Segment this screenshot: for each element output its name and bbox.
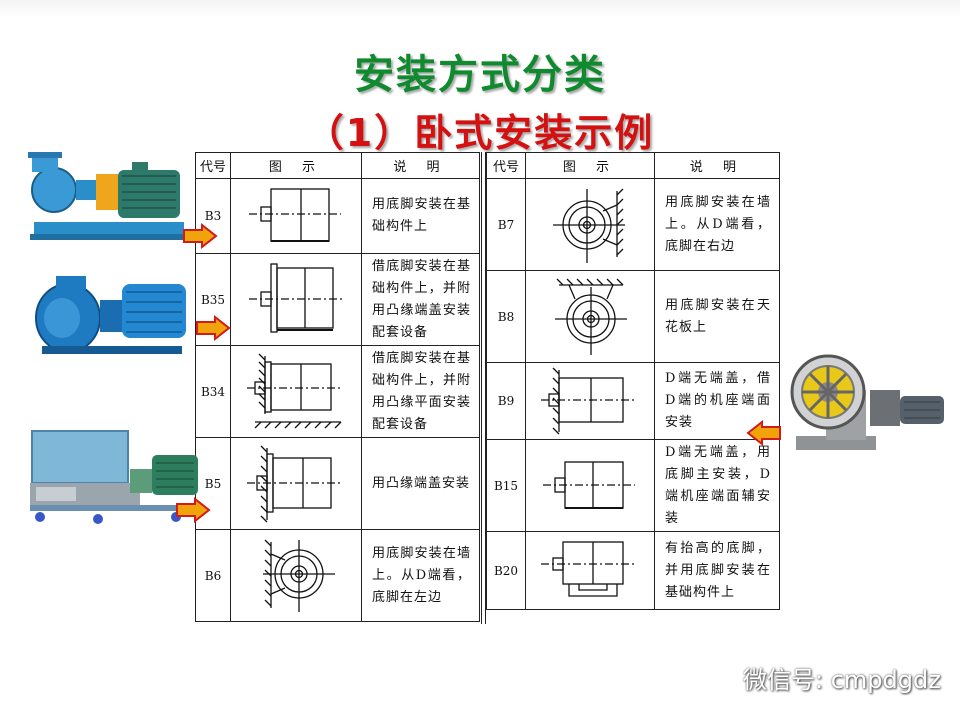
diagram-b5 (230, 437, 362, 530)
table-header-row: 代号 图 示 说 明 (486, 152, 780, 179)
table-row: B7 用底脚安装在墙上。从D端看，底脚在右边 (486, 178, 780, 271)
table-header-row: 代号 图 示 说 明 (195, 152, 480, 179)
row-desc: 用底脚安装在天花板上 (654, 270, 780, 363)
watermark: 微信号: cmpdgdz (707, 660, 941, 695)
table-row: B9 D端无端盖，借D端的机座端面安装 (486, 362, 780, 440)
arrow-right-icon (176, 497, 211, 523)
diagram-b8 (525, 270, 655, 363)
header-desc: 说 明 (654, 152, 780, 179)
diagram-b20 (525, 531, 655, 610)
header-desc: 说 明 (361, 152, 480, 179)
table-row: B15 D端无端盖，用底脚主安装，D端机座端面辅安装 (486, 439, 780, 532)
diagram-b15 (525, 439, 655, 532)
diagram-b9 (525, 362, 655, 440)
row-code: B20 (486, 531, 526, 610)
row-code: B34 (195, 345, 231, 438)
table-row: B20 有抬高的底脚，并用底脚安装在基础构件上 (486, 531, 780, 610)
diagram-b3 (230, 178, 362, 254)
header-figure: 图 示 (525, 152, 655, 179)
header-figure: 图 示 (230, 152, 362, 179)
row-code: B7 (486, 178, 526, 271)
table-row: B34 借底脚安装在基础构件上，并附用凸缘平面安装配套设备 (195, 345, 480, 438)
row-desc: 用底脚安装在基础构件上 (361, 178, 480, 254)
motor-photo (35, 276, 186, 354)
row-code: B9 (486, 362, 526, 440)
pump-photo (28, 152, 188, 240)
row-desc: 用凸缘端盖安装 (361, 437, 480, 530)
row-desc: D端无端盖，用底脚主安装，D端机座端面辅安装 (654, 439, 780, 532)
table-row: B5 用凸缘端盖安装 (195, 437, 480, 530)
row-desc: 有抬高的底脚，并用底脚安装在基础构件上 (654, 531, 780, 610)
table-row: B35 借底脚安装在基础构件上，并附用凸缘端盖安装配套设备 (195, 253, 480, 346)
table-separator (481, 152, 486, 624)
table-row: B6 用底脚安装在墙上。从D端看，底脚在左边 (195, 529, 480, 622)
row-desc: 借底脚安装在基础构件上，并附用凸缘平面安装配套设备 (361, 345, 480, 438)
mounting-table-right: 代号 图 示 说 明 B7 用底脚安装在墙上。从D端看，底脚在右边 B8 (486, 152, 780, 610)
row-code: B8 (486, 270, 526, 363)
row-code: B6 (195, 529, 231, 622)
diagram-b7 (525, 178, 655, 271)
row-desc: 用底脚安装在墙上。从D端看，底脚在右边 (654, 178, 780, 271)
row-desc: 借底脚安装在基础构件上，并附用凸缘端盖安装配套设备 (361, 253, 480, 346)
row-code: B15 (486, 439, 526, 532)
diagram-b35 (230, 253, 362, 346)
header-code: 代号 (486, 152, 526, 179)
traction-machine-photo (790, 354, 944, 450)
diagram-b6 (230, 529, 362, 622)
wechat-icon (708, 666, 736, 689)
arrow-right-icon (196, 315, 231, 341)
row-desc: 用底脚安装在墙上。从D端看，底脚在左边 (361, 529, 480, 622)
compressor-photo (30, 430, 198, 524)
table-row: B8 用底脚安装在天花板上 (486, 270, 780, 363)
arrow-right-icon (183, 223, 218, 249)
table-row: B3 用底脚安装在基础构件上 (195, 178, 480, 254)
header-code: 代号 (195, 152, 231, 179)
mounting-table-left: 代号 图 示 说 明 B3 用底脚安装在基础构件上 B35 (195, 152, 480, 622)
page-subtitle: （1）卧式安装示例 (305, 111, 655, 155)
diagram-b34 (230, 345, 362, 438)
watermark-text: 微信号: cmpdgdz (743, 666, 941, 694)
arrow-left-icon (746, 420, 781, 446)
page-title: 安装方式分类 (354, 52, 606, 98)
